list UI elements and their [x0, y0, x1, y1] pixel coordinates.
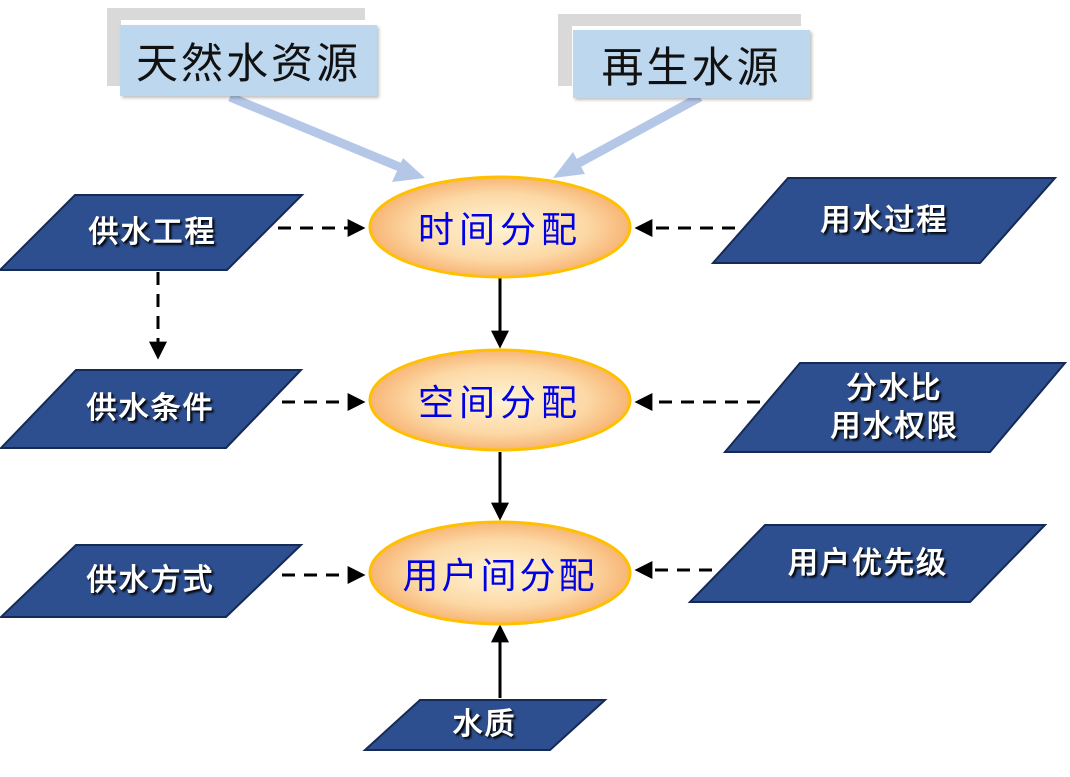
water-quality-label: 水质 [452, 707, 517, 743]
recycled-source-shadow [558, 14, 801, 26]
parallelogram-user-priority [687, 524, 1048, 603]
user-allocation-label: 用户间分配 [402, 556, 598, 597]
ellipse-user-allocation [368, 520, 632, 626]
natural-source-shadow [107, 8, 365, 20]
time-allocation-label: 时间分配 [417, 210, 582, 251]
recycled-water-source: 再生水源 [573, 30, 810, 98]
supply-condition-label: 供水条件 [86, 391, 215, 427]
natural-water-source: 天然水资源 [120, 25, 377, 96]
supply-project-label: 供水工程 [88, 214, 217, 250]
water-rights-label: 分水比 用水权限 [762, 363, 1027, 452]
user-priority-label: 用户优先级 [788, 545, 948, 581]
space-allocation-label: 空间分配 [417, 383, 582, 424]
water-rights-line2: 用水权限 [830, 408, 959, 444]
parallelogram-supply-method [0, 544, 304, 618]
parallelogram-water-quality [362, 699, 608, 751]
parallelogram-water-rights [722, 362, 1068, 453]
source-arrow-recycled [553, 93, 703, 178]
natural-source-shadow-side [107, 8, 121, 86]
parallelogram-water-process [710, 177, 1058, 264]
parallelogram-supply-project [0, 194, 305, 271]
water-rights-line1: 分水比 [846, 371, 943, 406]
recycled-source-shadow-side [558, 14, 572, 86]
supply-method-label: 供水方式 [86, 563, 215, 599]
parallelogram-supply-condition [0, 369, 304, 449]
ellipse-space-allocation [368, 348, 632, 452]
ellipse-time-allocation [368, 175, 632, 279]
water-process-label: 用水过程 [820, 202, 949, 238]
source-arrow-natural [228, 92, 425, 182]
